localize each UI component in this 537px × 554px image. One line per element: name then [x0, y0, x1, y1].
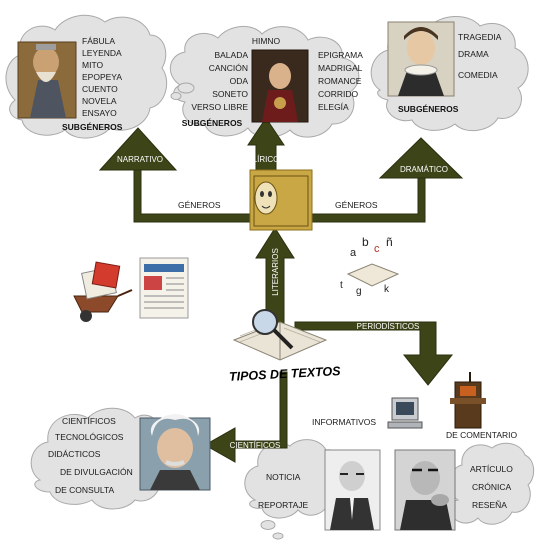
arrow-periodisticos [294, 321, 454, 386]
lirico-item: CANCIÓN [209, 63, 248, 73]
lirico-right-items: EPIGRAMA MADRIGAL ROMANCE CORRIDO ELEGÍA [318, 50, 363, 112]
dramatico-item: TRAGEDIA [458, 32, 502, 42]
cientificos-item: DE CONSULTA [55, 485, 115, 495]
cientificos-item: TECNOLÓGICOS [55, 432, 124, 442]
lirico-item: ELEGÍA [318, 102, 349, 112]
lirico-subgeneros: SUBGÉNEROS [182, 118, 243, 128]
einstein-portrait-image [139, 414, 211, 491]
label-dramatico: DRAMÁTICO [400, 165, 448, 174]
svg-text:ñ: ñ [386, 235, 393, 249]
sor-juana-portrait-image [251, 49, 309, 123]
lirico-item: SONETO [212, 89, 248, 99]
narrativo-item: NOVELA [82, 96, 117, 106]
label-narrativo: NARRATIVO [117, 155, 163, 164]
svg-text:t: t [340, 280, 343, 291]
dramatico-item: COMEDIA [458, 70, 498, 80]
cientificos-item: DE DIVULGACIÓN [60, 467, 133, 477]
svg-text:a: a [350, 247, 357, 259]
narrativo-item: LEYENDA [82, 48, 122, 58]
writer-portrait-image [394, 449, 456, 531]
label-cientificos: CIENTÍFICOS [230, 441, 281, 450]
informativos-item: REPORTAJE [258, 500, 309, 510]
cientificos-item: CIENTÍFICOS [62, 416, 116, 426]
shakespeare-portrait-image [387, 21, 455, 97]
center-title: TIPOS DE TEXTOS [229, 364, 342, 384]
label-literarios: LITERARIOS [271, 248, 280, 296]
narrativo-item: CUENTO [82, 84, 118, 94]
narrativo-item: ENSAYO [82, 108, 117, 118]
narrativo-item: EPOPEYA [82, 72, 122, 82]
printing-press-image [450, 372, 486, 429]
lirico-item: VERSO LIBRE [191, 102, 248, 112]
label-de-comentario: DE COMENTARIO [446, 430, 518, 440]
svg-text:c: c [374, 243, 380, 255]
narrativo-item: MITO [82, 60, 103, 70]
lirico-item: MADRIGAL [318, 63, 363, 73]
lirico-top: HIMNO [252, 36, 281, 46]
cientificos-items: CIENTÍFICOS TECNOLÓGICOS DIDÁCTICOS DE D… [48, 416, 133, 495]
flying-letters-image: a b c ñ t k g [340, 235, 400, 297]
dramatico-subgeneros: SUBGÉNEROS [398, 104, 459, 114]
lirico-item: ODA [230, 76, 249, 86]
magnifier-book-image [232, 309, 328, 361]
lirico-item: ROMANCE [318, 76, 362, 86]
computer-image [387, 397, 423, 429]
narrativo-subgeneros: SUBGÉNEROS [62, 122, 123, 132]
svg-text:b: b [362, 235, 369, 249]
comentario-item: RESEÑA [472, 500, 507, 510]
arrow-narrativo [98, 127, 178, 171]
dramatico-items: TRAGEDIA DRAMA COMEDIA [458, 32, 502, 80]
arrow-literarios [255, 227, 295, 331]
cloud-informativos [244, 439, 344, 540]
dramatico-item: DRAMA [458, 49, 489, 59]
lirico-item: EPIGRAMA [318, 50, 363, 60]
comentario-item: CRÓNICA [472, 482, 512, 492]
newspaper-image [139, 257, 189, 319]
label-lirico: LÍRICO [253, 155, 280, 164]
label-informativos: INFORMATIVOS [312, 417, 376, 427]
lirico-left-items: BALADA CANCIÓN ODA SONETO VERSO LIBRE [191, 50, 248, 112]
label-generos-left: GÉNEROS [178, 200, 221, 210]
theater-mask-image [249, 169, 313, 231]
arrow-dramatico [378, 137, 464, 179]
svg-text:k: k [384, 284, 390, 295]
lirico-item: BALADA [214, 50, 248, 60]
comentario-item: ARTÍCULO [470, 464, 513, 474]
lirico-item: CORRIDO [318, 89, 359, 99]
narrativo-items: FÁBULA LEYENDA MITO EPOPEYA CUENTO NOVEL… [82, 36, 122, 118]
wheelbarrow-image [73, 261, 133, 322]
arrow-cientificos [203, 371, 288, 463]
svg-text:g: g [356, 286, 362, 297]
journalist-portrait-image [324, 449, 381, 531]
label-generos-right: GÉNEROS [335, 200, 378, 210]
label-periodisticos: PERIODÍSTICOS [357, 322, 420, 331]
narrativo-item: FÁBULA [82, 36, 115, 46]
don-quixote-portrait-image [17, 41, 77, 119]
cientificos-item: DIDÁCTICOS [48, 449, 101, 459]
informativos-item: NOTICIA [266, 472, 301, 482]
